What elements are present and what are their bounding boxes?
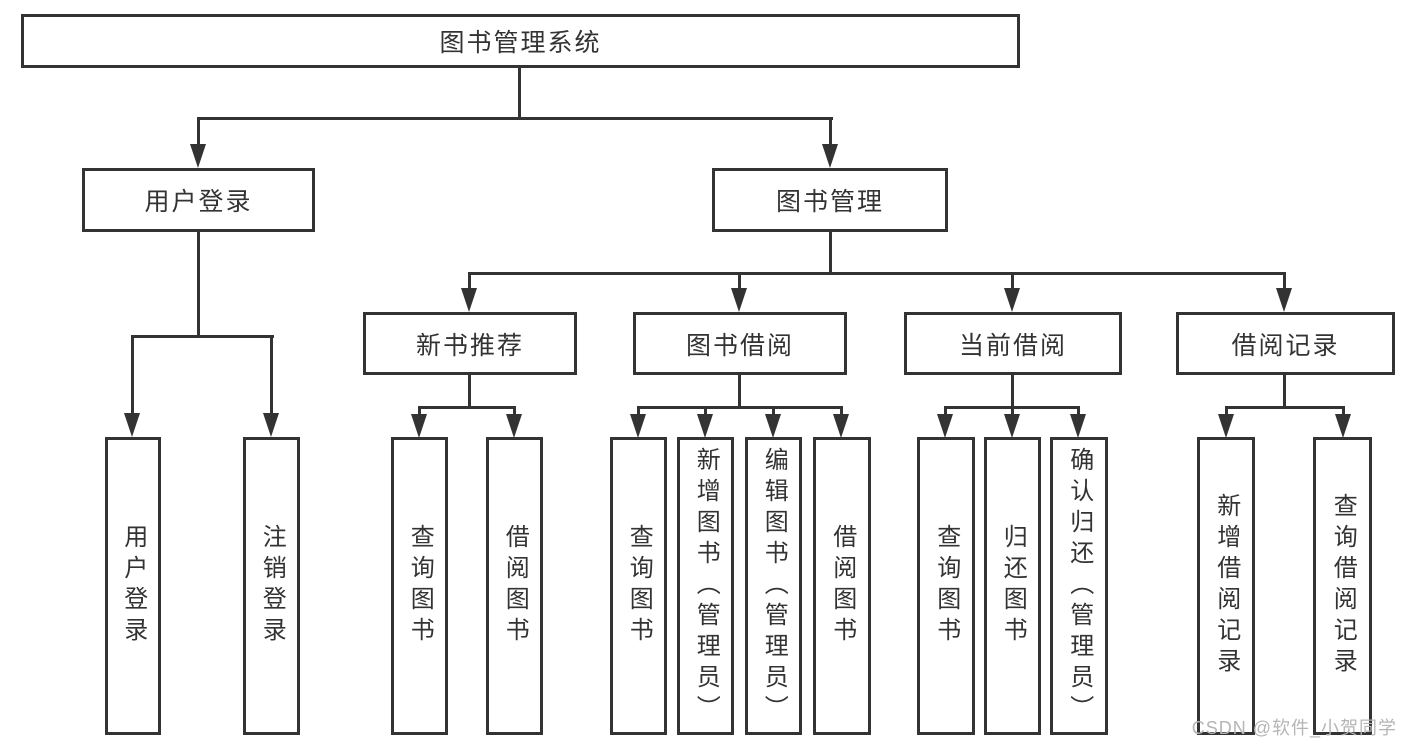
node-label: 查询图书 [625, 524, 653, 648]
connector-record-shaft-1 [1225, 406, 1228, 415]
arrow-down-icon [1218, 414, 1234, 438]
node-user-login-branch: 用户登录 [82, 168, 315, 232]
arrow-down-icon [833, 414, 849, 438]
connector-userlogin-hline [131, 335, 274, 338]
node-label: 图书借阅 [685, 331, 794, 360]
connector-borrow-vline [738, 375, 741, 406]
node-book-borrow: 图书借阅 [633, 312, 847, 375]
connector-root-vline [518, 68, 521, 117]
node-label: 查询图书 [406, 524, 434, 648]
connector-borrow-shaft-2 [704, 406, 707, 415]
node-label: 新增图书（管理员） [692, 446, 720, 726]
connector-borrow-shaft-1 [637, 406, 640, 415]
node-borrow-record: 借阅记录 [1176, 312, 1395, 375]
connector-bookmgmt-shaft-4 [1283, 272, 1286, 290]
connector-borrow-hline [637, 406, 842, 409]
node-label: 当前借阅 [958, 331, 1067, 360]
node-leaf-add-book-admin: 新增图书（管理员） [677, 437, 734, 735]
arrow-down-icon [124, 413, 140, 437]
connector-userlogin-shaft-1 [131, 335, 134, 415]
arrow-down-icon [1004, 414, 1020, 438]
node-label: 用户登录 [144, 188, 253, 216]
connector-userlogin-shaft-2 [270, 335, 273, 415]
arrow-down-icon [190, 144, 206, 168]
node-label: 借阅记录 [1231, 331, 1340, 360]
arrow-down-icon [1276, 288, 1292, 312]
arrow-down-icon [731, 288, 747, 312]
connector-borrow-shaft-3 [772, 406, 775, 415]
connector-record-shaft-2 [1342, 406, 1345, 415]
node-label: 借阅图书 [501, 524, 529, 648]
connector-bookmgmt-shaft-1 [468, 272, 471, 290]
node-label: 确认归还（管理员） [1065, 446, 1093, 726]
arrow-down-icon [822, 144, 838, 168]
node-book-management-branch: 图书管理 [712, 168, 948, 232]
arrow-down-icon [1004, 288, 1020, 312]
node-leaf-query-books-2: 查询图书 [610, 437, 667, 735]
connector-borrow-shaft-4 [840, 406, 843, 415]
node-new-book-recommend: 新书推荐 [363, 312, 577, 375]
connector-userlogin-vline [197, 232, 200, 335]
arrow-down-icon [263, 413, 279, 437]
csdn-watermark: CSDN @软件_小贺同学 [1191, 718, 1397, 738]
arrow-down-icon [1335, 414, 1351, 438]
node-label: 归还图书 [999, 524, 1027, 648]
arrow-down-icon [937, 414, 953, 438]
node-leaf-query-borrow-record: 查询借阅记录 [1313, 437, 1372, 735]
connector-bookmgmt-shaft-2 [738, 272, 741, 290]
connector-root-shaft-right [829, 117, 832, 146]
node-leaf-query-books-3: 查询图书 [917, 437, 975, 735]
node-label: 借阅图书 [828, 524, 856, 648]
node-label: 新增借阅记录 [1212, 493, 1240, 679]
node-leaf-logout: 注销登录 [243, 437, 300, 735]
connector-bookmgmt-hline [468, 272, 1286, 275]
node-label: 查询借阅记录 [1329, 493, 1357, 679]
node-label: 图书管理 [775, 188, 884, 216]
node-label: 图书管理系统 [439, 29, 602, 57]
connector-current-shaft-3 [1077, 406, 1080, 415]
node-leaf-edit-book-admin: 编辑图书（管理员） [745, 437, 802, 735]
node-label: 查询图书 [932, 524, 960, 648]
connector-current-shaft-1 [944, 406, 947, 415]
arrow-down-icon [461, 288, 477, 312]
arrow-down-icon [1070, 414, 1086, 438]
connector-newbook-shaft-1 [418, 406, 421, 415]
node-label: 新书推荐 [415, 331, 524, 360]
connector-newbook-shaft-2 [513, 406, 516, 415]
connector-current-shaft-2 [1011, 406, 1014, 415]
node-leaf-confirm-return-admin: 确认归还（管理员） [1050, 437, 1108, 735]
node-leaf-query-books-1: 查询图书 [391, 437, 448, 735]
arrow-down-icon [630, 414, 646, 438]
node-leaf-user-login: 用户登录 [105, 437, 161, 735]
connector-record-hline [1225, 406, 1345, 409]
connector-bookmgmt-vline [829, 232, 832, 272]
connector-bookmgmt-shaft-3 [1011, 272, 1014, 290]
connector-newbook-vline [468, 375, 471, 406]
node-leaf-return-books: 归还图书 [984, 437, 1041, 735]
arrow-down-icon [697, 414, 713, 438]
node-label: 编辑图书（管理员） [760, 446, 788, 726]
node-leaf-borrow-books-2: 借阅图书 [813, 437, 871, 735]
arrow-down-icon [765, 414, 781, 438]
connector-newbook-hline [418, 406, 515, 409]
node-library-management-system: 图书管理系统 [21, 14, 1020, 68]
node-current-borrow: 当前借阅 [904, 312, 1122, 375]
node-label: 注销登录 [258, 524, 286, 648]
node-label: 用户登录 [119, 524, 147, 648]
node-leaf-borrow-books-1: 借阅图书 [486, 437, 543, 735]
connector-record-vline [1283, 375, 1286, 406]
node-leaf-add-borrow-record: 新增借阅记录 [1197, 437, 1255, 735]
arrow-down-icon [506, 414, 522, 438]
connector-current-vline [1011, 375, 1014, 406]
connector-root-hline [197, 117, 833, 120]
connector-root-shaft-left [197, 117, 200, 146]
arrow-down-icon [411, 414, 427, 438]
